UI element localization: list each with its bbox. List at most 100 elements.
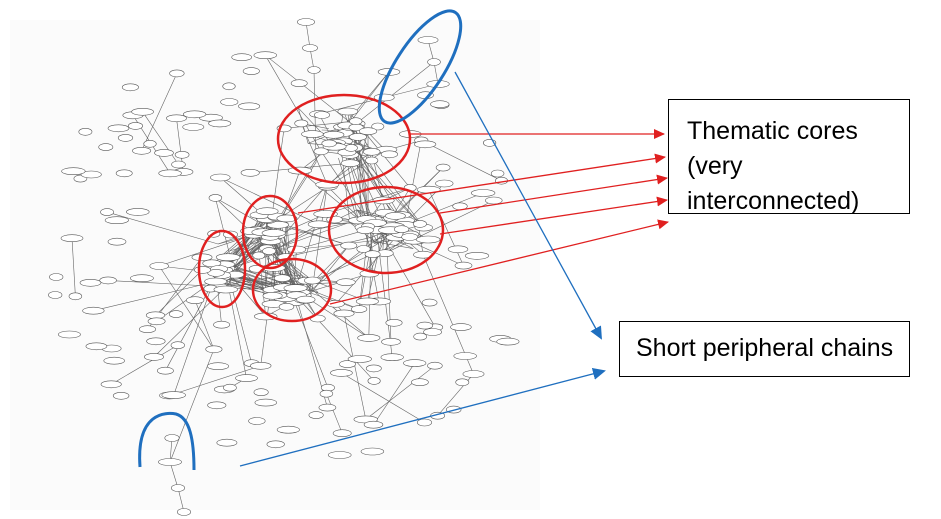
graph-node bbox=[126, 208, 150, 216]
graph-edge bbox=[279, 224, 320, 248]
graph-node bbox=[253, 388, 269, 397]
graph-node bbox=[349, 117, 363, 125]
graph-node bbox=[147, 317, 166, 326]
graph-node bbox=[340, 241, 358, 250]
graph-node bbox=[154, 149, 174, 157]
graph-edge bbox=[215, 197, 258, 222]
graph-edge bbox=[155, 269, 203, 316]
graph-edge bbox=[220, 177, 320, 225]
graph-edge bbox=[385, 200, 494, 254]
graph-node bbox=[262, 291, 283, 300]
graph-node bbox=[301, 130, 324, 138]
graph-node bbox=[414, 140, 437, 149]
graph-node bbox=[129, 274, 154, 283]
graph-edge bbox=[335, 233, 400, 305]
graph-node bbox=[357, 334, 381, 342]
graph-node bbox=[266, 440, 285, 449]
graph-node bbox=[104, 216, 129, 224]
graph-node bbox=[143, 140, 157, 148]
graph-node bbox=[156, 366, 174, 375]
graph-node bbox=[215, 253, 241, 262]
graph-node bbox=[99, 276, 117, 285]
graph-node bbox=[164, 434, 180, 442]
graph-node bbox=[278, 302, 295, 311]
graph-node bbox=[61, 167, 86, 175]
chain-edge bbox=[169, 437, 173, 463]
graph-edge bbox=[299, 245, 350, 296]
graph-node bbox=[294, 119, 309, 128]
graph-node bbox=[253, 51, 277, 60]
chain-ellipse-top bbox=[377, 9, 463, 125]
graph-edge bbox=[421, 140, 502, 181]
chain-edge bbox=[305, 21, 311, 49]
graph-node bbox=[121, 83, 139, 92]
graph-node bbox=[183, 110, 207, 119]
graph-node bbox=[318, 403, 337, 412]
graph-node bbox=[79, 278, 102, 287]
graph-node bbox=[413, 332, 428, 341]
graph-node bbox=[128, 122, 144, 130]
core-ellipse-bottom bbox=[251, 257, 333, 323]
graph-node bbox=[207, 362, 230, 371]
graph-node bbox=[169, 69, 185, 78]
graph-node bbox=[332, 429, 352, 438]
graph-node bbox=[381, 337, 401, 346]
graph-node bbox=[415, 235, 441, 244]
graph-edge bbox=[292, 295, 329, 388]
graph-node bbox=[307, 220, 331, 229]
graph-node bbox=[60, 234, 84, 242]
graph-node bbox=[385, 318, 403, 327]
graph-edge bbox=[327, 149, 387, 187]
arrow-core-right-a bbox=[439, 174, 668, 214]
graph-edge bbox=[293, 249, 297, 288]
graph-node bbox=[308, 411, 324, 419]
graph-node bbox=[313, 111, 330, 119]
graph-edge bbox=[266, 248, 319, 293]
graph-node bbox=[358, 127, 378, 135]
graph-node bbox=[191, 253, 213, 262]
core-ellipse-left bbox=[197, 229, 247, 309]
graph-node bbox=[367, 377, 381, 385]
graph-node bbox=[78, 128, 93, 136]
graph-node bbox=[327, 451, 352, 459]
graph-node bbox=[132, 147, 152, 155]
graph-node bbox=[348, 133, 367, 141]
graph-node bbox=[49, 273, 64, 281]
graph-node bbox=[363, 148, 381, 156]
graph-node bbox=[131, 108, 154, 116]
graph-node bbox=[261, 229, 286, 237]
graph-node bbox=[330, 369, 353, 377]
graph-edge bbox=[346, 125, 424, 228]
graph-node bbox=[356, 226, 374, 234]
graph-node bbox=[255, 207, 279, 215]
graph-node bbox=[216, 438, 238, 447]
graph-edge bbox=[341, 372, 425, 423]
graph-node bbox=[273, 274, 291, 283]
graph-node bbox=[344, 144, 358, 152]
graph-node bbox=[169, 310, 184, 318]
graph-node bbox=[411, 378, 429, 387]
graph-node bbox=[82, 306, 105, 315]
graph-node bbox=[186, 296, 205, 305]
graph-edge bbox=[325, 187, 411, 215]
graph-node bbox=[401, 233, 419, 241]
graph-node bbox=[210, 173, 231, 182]
graph-node bbox=[403, 359, 427, 367]
graph-edge bbox=[107, 211, 219, 245]
graph-node bbox=[339, 360, 356, 368]
graph-node bbox=[364, 250, 381, 258]
graph-edge bbox=[165, 284, 213, 371]
graph-node bbox=[213, 285, 239, 294]
graph-edge bbox=[326, 393, 343, 434]
graph-edge bbox=[270, 238, 318, 319]
graph-node bbox=[144, 353, 165, 361]
graph-node bbox=[485, 196, 503, 205]
graph-node bbox=[170, 341, 185, 350]
graph-node bbox=[158, 169, 182, 178]
graph-node bbox=[204, 277, 228, 286]
graph-node bbox=[171, 160, 186, 169]
graph-node bbox=[194, 266, 212, 274]
graph-node bbox=[427, 361, 443, 370]
graph-edge bbox=[298, 298, 375, 382]
